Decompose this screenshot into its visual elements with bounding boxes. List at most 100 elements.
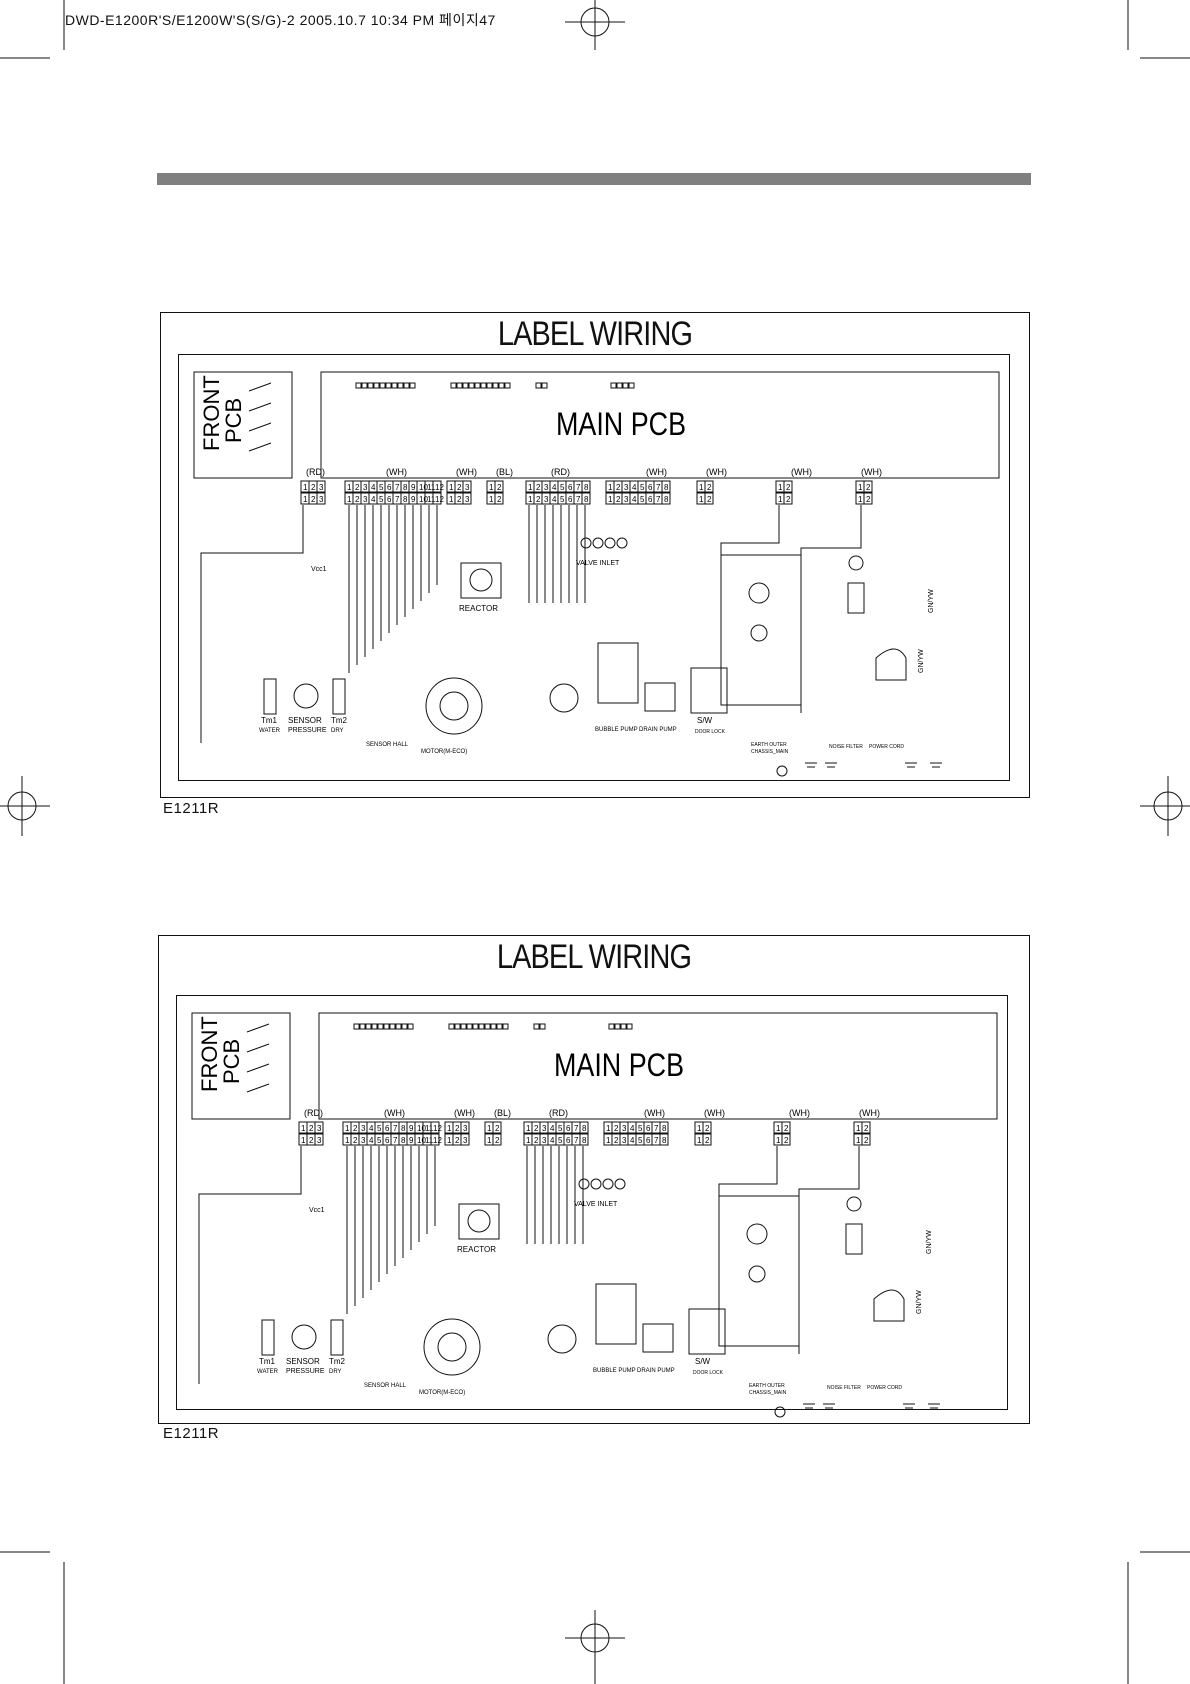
pcb-pin (409, 382, 416, 389)
pin-number: 4 (550, 1136, 555, 1145)
sensor-hall-label: SENSOR HALL (364, 1383, 407, 1389)
pin-number: 9 (409, 1124, 414, 1133)
thermistor-2-sub: DRY (329, 1369, 342, 1375)
door-lock-box (690, 667, 728, 714)
reactor-label: REACTOR (459, 604, 498, 613)
front-pcb-wire (248, 402, 272, 412)
connector-pin (579, 1121, 589, 1134)
pin-number: 10 (419, 483, 428, 492)
section-divider-bar (157, 173, 1031, 185)
connector-color-label: (WH) (386, 467, 407, 477)
pcb-pin (371, 1023, 378, 1030)
drain-pump-box (642, 1323, 674, 1353)
pin-number: 1 (487, 1124, 492, 1133)
pin-number: 1 (487, 1136, 492, 1145)
pin-number: 11 (425, 1136, 434, 1145)
pin-number: 1 (606, 1136, 611, 1145)
front-pcb-wire (246, 1023, 270, 1033)
pin-number: 2 (866, 483, 871, 492)
connector-color-label: (WH) (644, 1108, 665, 1118)
pcb-pin (460, 1023, 467, 1030)
pin-number: 12 (433, 1136, 442, 1145)
earth-terminal-icon (776, 765, 788, 777)
connector-pin (702, 1133, 712, 1146)
heater-box (718, 1195, 800, 1347)
pcb-pin (472, 1023, 479, 1030)
connector-pin (316, 492, 326, 505)
pcb-pin (498, 382, 505, 389)
bubble-pump-box (597, 642, 639, 704)
connector-pin (316, 480, 326, 493)
connector-pin (460, 1121, 470, 1134)
vcc-label: Vcc1 (309, 1207, 325, 1214)
pin-number: 3 (361, 1136, 366, 1145)
pin-number: 4 (630, 1136, 635, 1145)
pin-number: 11 (427, 483, 436, 492)
connector-color-label: (RD) (549, 1108, 568, 1118)
pin-number: 3 (363, 495, 368, 504)
pin-number: 8 (582, 1136, 587, 1145)
pin-number: 3 (363, 483, 368, 492)
pin-number: 6 (568, 483, 573, 492)
valve-coil-icon (614, 1178, 626, 1190)
pin-number: 3 (317, 1136, 322, 1145)
pin-number: 10 (417, 1124, 426, 1133)
pin-number: 8 (662, 1136, 667, 1145)
pin-number: 3 (624, 495, 629, 504)
pin-number: 1 (447, 1136, 452, 1145)
pin-number: 5 (560, 483, 565, 492)
pin-number: 3 (465, 495, 470, 504)
pin-number: 1 (528, 483, 533, 492)
pin-number: 6 (646, 1136, 651, 1145)
connector-pin (659, 1133, 669, 1146)
pressure-sensor-icon (291, 1324, 317, 1350)
connector-pin (661, 480, 671, 493)
motor-rotor-icon (437, 1332, 467, 1362)
front-pcb-box (193, 371, 293, 479)
pin-number: 8 (664, 495, 669, 504)
pin-number: 2 (457, 495, 462, 504)
pin-number: 7 (654, 1124, 659, 1133)
pin-number: 6 (385, 1136, 390, 1145)
pin-number: 3 (544, 495, 549, 504)
motor-rotor-icon (439, 691, 469, 721)
pin-number: 2 (309, 1124, 314, 1133)
connector-pin (659, 1121, 669, 1134)
pin-number: 7 (656, 483, 661, 492)
pcb-pin (466, 1023, 473, 1030)
thermistor-1-label: Tm1 (261, 716, 278, 725)
pcb-pin (450, 382, 457, 389)
pcb-pin (533, 1023, 540, 1030)
sensor-label-2: PRESSURE (286, 1368, 325, 1375)
pin-number: 7 (656, 495, 661, 504)
pin-number: 9 (409, 1136, 414, 1145)
thermistor-dry-icon (332, 678, 346, 715)
heater-coil-icon (750, 624, 768, 642)
pin-number: 1 (776, 1136, 781, 1145)
pin-number: 9 (411, 495, 416, 504)
thermistor-2-label: Tm2 (329, 1357, 346, 1366)
noise-filter-box (847, 582, 865, 614)
pin-number: 2 (614, 1136, 619, 1145)
pcb-pin (492, 382, 499, 389)
pcb-pin (616, 382, 623, 389)
pin-number: 8 (401, 1136, 406, 1145)
connector-pin (781, 1121, 791, 1134)
pin-number: 5 (640, 495, 645, 504)
connector-color-label: (RD) (306, 467, 325, 477)
pin-number: 9 (411, 483, 416, 492)
valve-coil-icon (578, 1178, 590, 1190)
front-pcb-label-2: PCB (219, 1039, 244, 1084)
sensor-label-2: PRESSURE (288, 727, 327, 734)
pin-number: 8 (662, 1124, 667, 1133)
thermistor-dry-icon (330, 1319, 344, 1356)
pcb-pin (353, 1023, 360, 1030)
reactor-box (458, 1203, 500, 1240)
pin-number: 4 (552, 495, 557, 504)
pin-number: 3 (319, 495, 324, 504)
reactor-box (460, 562, 502, 599)
pcb-pin (539, 1023, 546, 1030)
pin-number: 7 (574, 1136, 579, 1145)
pin-number: 2 (536, 483, 541, 492)
thermistor-water-icon (261, 1319, 275, 1356)
